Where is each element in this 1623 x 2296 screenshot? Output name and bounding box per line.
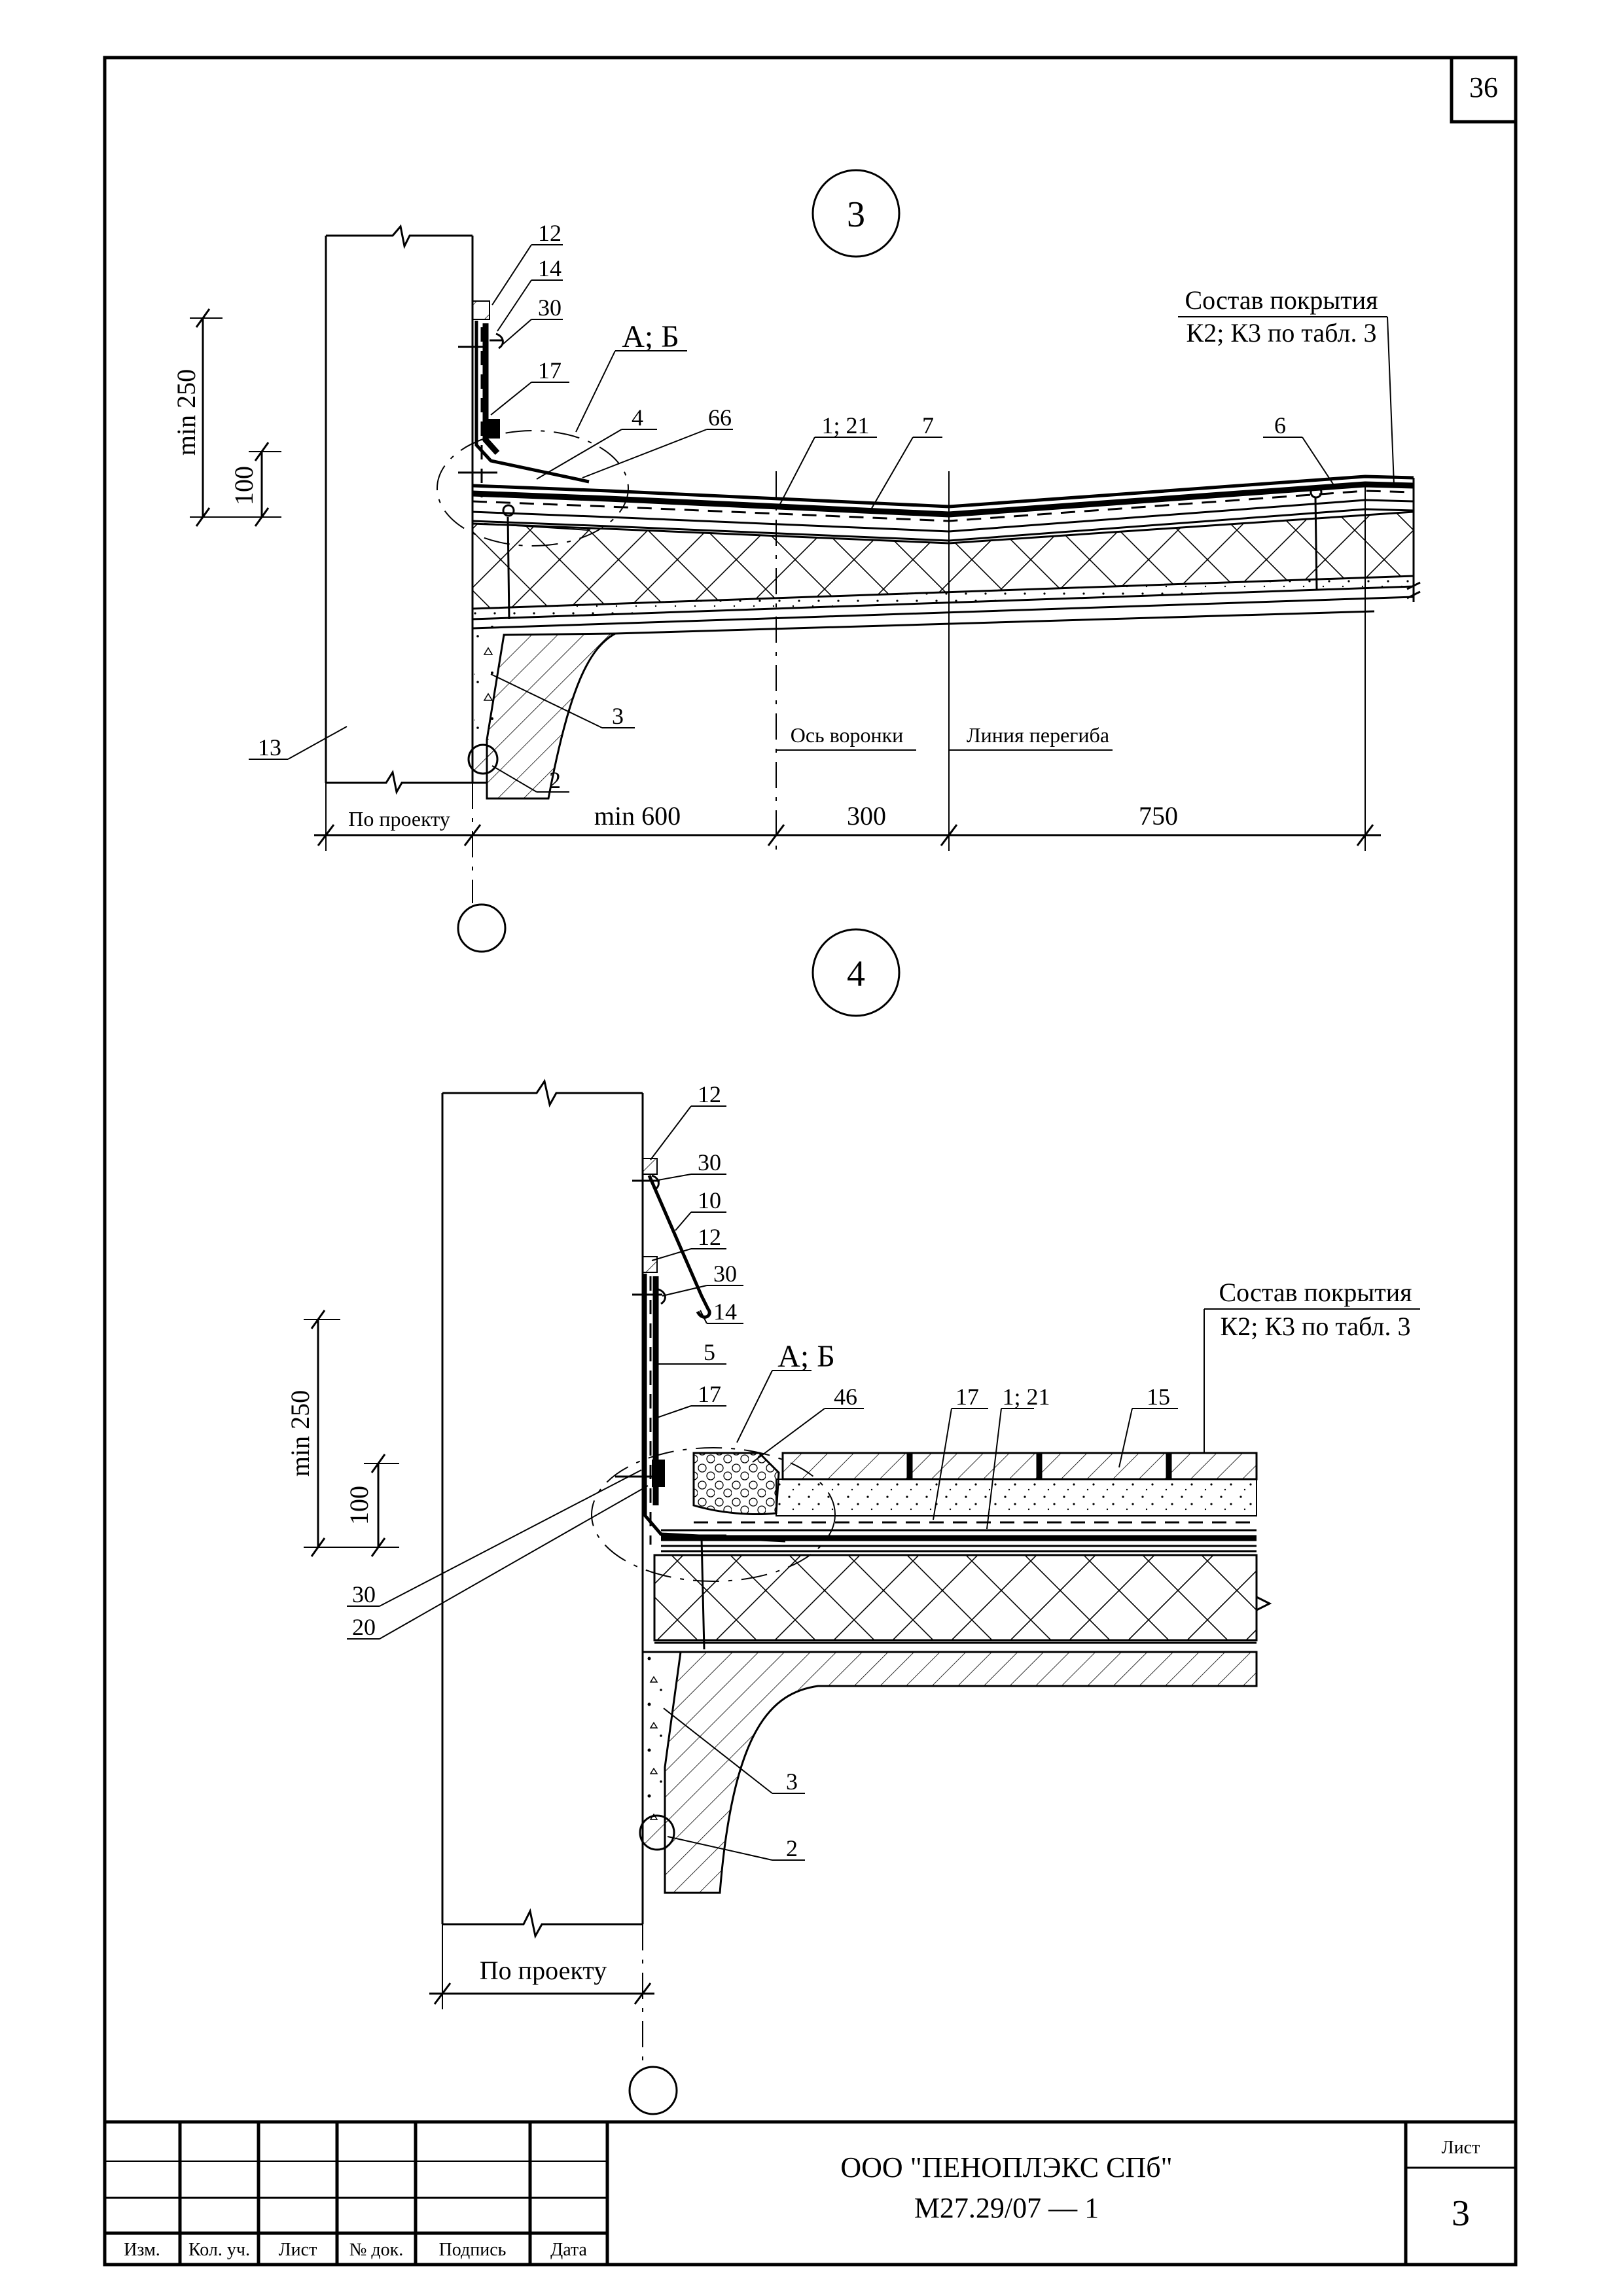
detail-4-roof-note-line2: К2; К3 по табл. 3	[1221, 1312, 1411, 1341]
detail-3-callout-2: 2	[549, 767, 561, 793]
stamp-header-date: Дата	[550, 2240, 587, 2260]
detail-4-dim-100: 100	[344, 1486, 374, 1525]
detail-4-seal-cord	[639, 1814, 675, 1851]
title-block	[105, 2120, 1516, 2265]
page-number-box	[1450, 56, 1518, 124]
detail-3-dim-min600: min 600	[594, 801, 681, 831]
detail-4-roof-layers	[653, 1452, 1272, 1653]
detail-4-slab	[639, 1651, 1258, 1894]
detail-4-callout-12-lower: 12	[698, 1224, 721, 1250]
detail-4-callout-17-wall: 17	[698, 1381, 721, 1407]
detail-4-callout-12-upper: 12	[698, 1081, 721, 1107]
detail-3-callout-1-21: 1; 21	[821, 412, 869, 439]
detail-4-fasteners	[681, 1534, 726, 1650]
detail-4-callout-46: 46	[834, 1384, 857, 1410]
detail-4-callout-17-roof: 17	[955, 1384, 979, 1410]
page-number: 36	[1469, 71, 1498, 103]
detail-3-number: 3	[847, 194, 865, 235]
detail-4-number: 4	[847, 954, 865, 994]
detail-3-leaders	[249, 244, 1395, 793]
detail-3-dim-100: 100	[229, 466, 259, 505]
detail-4-leaders	[347, 1105, 1420, 1861]
detail-3-wall-flashing	[458, 300, 590, 497]
detail-3-callout-30: 30	[538, 295, 562, 321]
detail-4-dim-min250: min 250	[285, 1390, 315, 1477]
detail-3-marker	[812, 169, 901, 258]
detail-3-horizontal-dims	[314, 783, 1381, 903]
detail-3-roof-note-line1: Состав покрытия	[1185, 285, 1378, 315]
detail-3-axis-bubble	[457, 903, 507, 953]
detail-4-callout-20: 20	[352, 1614, 376, 1640]
detail-3-callout-4: 4	[632, 404, 643, 431]
detail-4-callout-2: 2	[786, 1835, 798, 1861]
detail-4-marker	[812, 928, 901, 1017]
detail-4-parapet-wall	[441, 1079, 644, 1939]
detail-4-roof-note-line1: Состав покрытия	[1219, 1278, 1412, 1307]
detail-3-vertical-dims	[190, 308, 281, 527]
detail-3-callout-17: 17	[538, 357, 562, 384]
detail-3-dim-min250: min 250	[171, 369, 201, 456]
detail-3-dim-by-project: По проекту	[348, 807, 450, 831]
detail-4-callout-zone	[591, 1447, 836, 1582]
detail-3-callout-6: 6	[1274, 412, 1286, 439]
detail-4-vertical-dims	[304, 1310, 399, 1557]
detail-3-callout-12: 12	[538, 220, 562, 246]
detail-4-callout-10: 10	[698, 1187, 721, 1213]
list-number: 3	[1452, 2193, 1470, 2234]
stamp-header-kol-uch: Кол. уч.	[188, 2240, 250, 2260]
detail-3-dim-750: 750	[1139, 801, 1178, 831]
detail-4-callout-a-b: А; Б	[777, 1339, 835, 1374]
detail-4-callout-5: 5	[704, 1339, 715, 1365]
detail-3-callout-zone	[437, 430, 629, 547]
detail-3-callout-66: 66	[708, 404, 732, 431]
detail-3-roof-note-line2: К2; К3 по табл. 3	[1186, 318, 1377, 348]
detail-3: 3	[171, 169, 1421, 953]
detail-3-slab	[467, 596, 1414, 800]
detail-3-callout-13: 13	[258, 734, 281, 761]
detail-4-dim-by-project: По проекту	[480, 1956, 607, 1985]
detail-4-horizontal-dims	[429, 1924, 654, 2068]
detail-4-callout-14: 14	[713, 1299, 737, 1325]
detail-3-fasteners	[502, 486, 1323, 620]
detail-3-dim-300: 300	[847, 801, 886, 831]
detail-3-axis-funnel: Ось воронки	[791, 723, 904, 747]
detail-4-callout-15: 15	[1147, 1384, 1170, 1410]
detail-3-callout-7: 7	[922, 412, 934, 439]
sheet-frame	[103, 56, 1518, 2267]
company-name: ООО "ПЕНОПЛЭКС СПб"	[840, 2151, 1172, 2183]
detail-4-axis-bubble	[628, 2066, 678, 2115]
detail-3-callout-a-b: А; Б	[622, 319, 679, 354]
detail-3-parapet-wall	[325, 224, 474, 795]
list-label: Лист	[1442, 2138, 1480, 2158]
detail-4-callout-1-21: 1; 21	[1002, 1384, 1050, 1410]
detail-3-bend-line-label: Линия перегиба	[967, 723, 1109, 747]
document-code: М27.29/07 — 1	[914, 2192, 1099, 2224]
stamp-header-signature: Подпись	[439, 2240, 507, 2260]
detail-4: 4	[285, 928, 1420, 2115]
detail-3-callout-3: 3	[612, 703, 624, 729]
detail-4-callout-30-left: 30	[352, 1581, 376, 1607]
stamp-header-list: Лист	[279, 2240, 317, 2260]
detail-4-callout-3: 3	[786, 1768, 798, 1795]
detail-3-callout-14: 14	[538, 255, 562, 281]
detail-4-callout-30-lower: 30	[713, 1261, 737, 1287]
stamp-header-doc-no: № док.	[349, 2240, 404, 2260]
stamp-header-izm: Изм.	[124, 2240, 160, 2260]
detail-3-seal-cord	[467, 744, 499, 775]
detail-3-roof-layers	[471, 475, 1421, 620]
detail-4-callout-30-upper: 30	[698, 1149, 721, 1175]
